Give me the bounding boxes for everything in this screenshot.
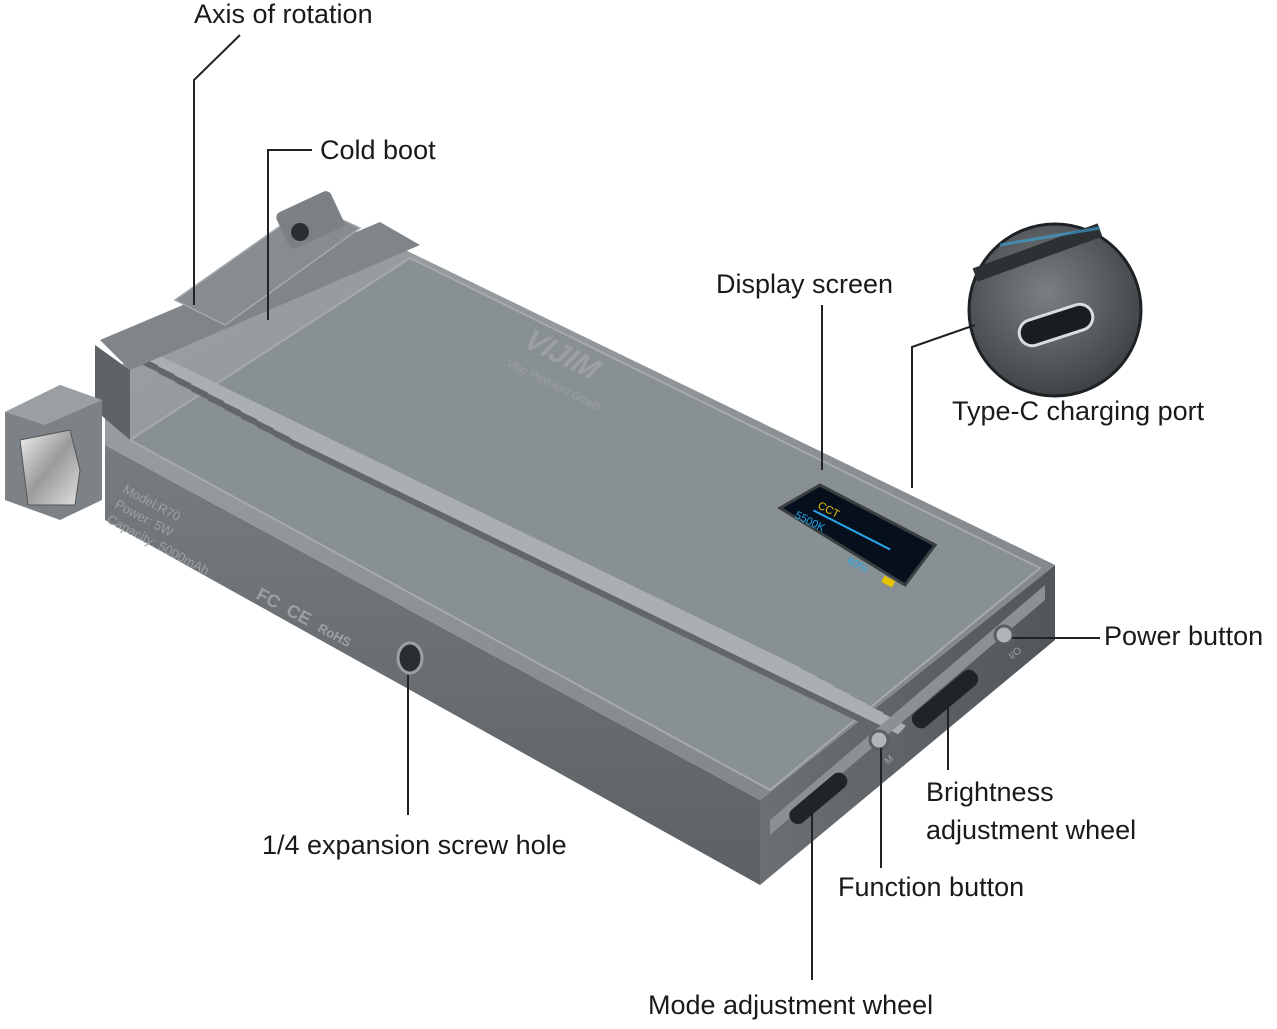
display-screen <box>777 483 938 587</box>
hinge-side <box>95 345 130 440</box>
label-screw-hole: 1/4 expansion screw hole <box>262 830 567 860</box>
display-bar <box>812 509 891 551</box>
cooling-ribs <box>105 307 1033 806</box>
leader-axis-of-rotation <box>193 34 241 305</box>
power-button[interactable] <box>993 624 1015 646</box>
body-top-panel <box>128 256 1042 792</box>
shoe-screw-hole <box>291 223 309 241</box>
body-front-face <box>105 445 760 885</box>
label-power-button: Power button <box>1104 621 1264 651</box>
label-axis-of-rotation: Axis of rotation <box>194 0 373 29</box>
function-button[interactable] <box>868 729 890 751</box>
label-cold-boot: Cold boot <box>320 135 436 165</box>
leader-type-c <box>911 324 976 488</box>
label-function-button: Function button <box>838 872 1025 902</box>
leader-cold-boot <box>267 149 312 320</box>
label-display-screen: Display screen <box>716 269 894 299</box>
label-type-c-port: Type-C charging port <box>952 396 1205 426</box>
label-mode-wheel: Mode adjustment wheel <box>648 990 934 1020</box>
zoom-screen-glint <box>999 226 1101 247</box>
brightness-wheel[interactable] <box>909 666 982 731</box>
battery-icon <box>881 575 896 588</box>
zoom-edge <box>972 223 1103 282</box>
label-brightness-wheel-line1: Brightness <box>926 777 1054 807</box>
chrome-mount <box>19 429 81 506</box>
type-c-port-icon <box>1017 302 1095 348</box>
label-brightness-wheel-line2: adjustment wheel <box>926 814 1137 845</box>
knuckle-top <box>5 385 102 425</box>
screw-hole <box>396 641 424 675</box>
label-brightness-wheel: Brightness adjustment wheel <box>926 774 1226 850</box>
mode-wheel[interactable] <box>786 769 851 827</box>
end-rail <box>770 585 1045 835</box>
